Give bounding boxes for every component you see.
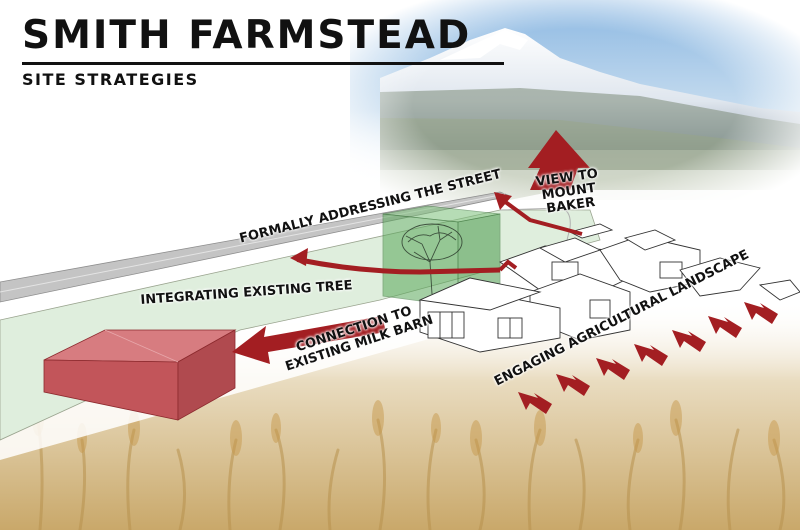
- mountain-backdrop: [350, 0, 800, 210]
- title-underline: [22, 62, 504, 65]
- landscape-arrows: [518, 302, 778, 414]
- landscape-arrow: [556, 374, 590, 396]
- title-block: SMITH FARMSTEAD SITE STRATEGIES: [22, 14, 504, 89]
- milk-barn: [43, 329, 237, 421]
- project-title: SMITH FARMSTEAD: [22, 13, 472, 58]
- view-label: VIEW TO MOUNT BAKER: [535, 166, 603, 217]
- landscape-arrow: [708, 316, 742, 338]
- landscape-arrow: [518, 392, 552, 414]
- barn-connection-arrow: [232, 316, 386, 364]
- landscape-arrow: [596, 358, 630, 380]
- view-corridor-arrow: [494, 130, 590, 236]
- landscape-arrow: [634, 344, 668, 366]
- landscape-arrow: [672, 330, 706, 352]
- street-frontage-arrow: [290, 248, 518, 275]
- project-subtitle: SITE STRATEGIES: [22, 70, 199, 89]
- driveway: [499, 207, 571, 245]
- landscape-arrow: [744, 302, 778, 324]
- farmhouse: [418, 223, 800, 353]
